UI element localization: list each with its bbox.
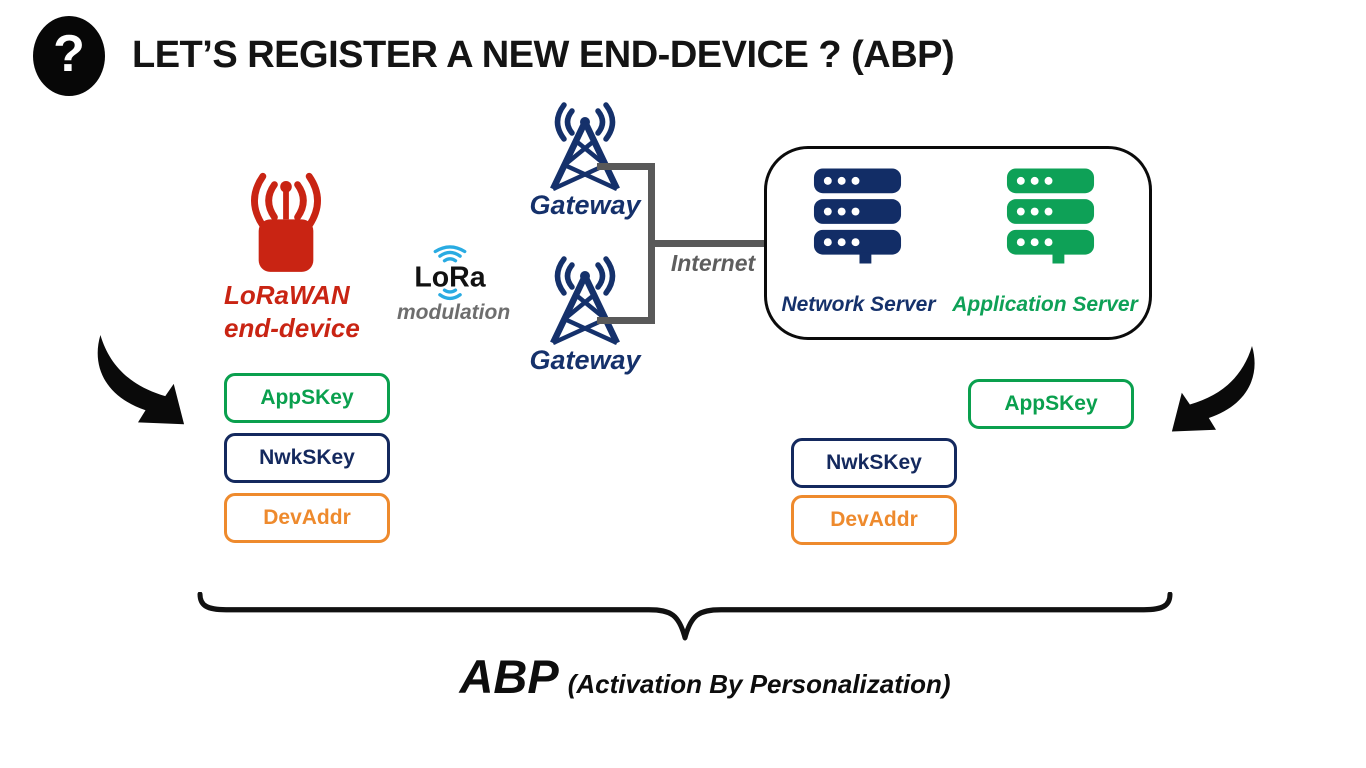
gateway-antenna-tower-icon (550, 102, 620, 192)
server-nwkskey-box: NwkSKey (791, 438, 957, 488)
end-device-label: LoRaWAN end-device (224, 279, 394, 345)
page-title: LET’S REGISTER A NEW END-DEVICE ? (ABP) (132, 34, 955, 76)
lora-logo-text: LoRa (414, 261, 486, 293)
gateway-top-label: Gateway (529, 190, 641, 220)
server-devaddr-box: DevAddr (791, 495, 957, 545)
gateway-antenna-tower-icon (550, 256, 620, 346)
device-nwkskey-box: NwkSKey (224, 433, 390, 483)
device-appskey-box: AppSKey (224, 373, 390, 423)
internet-label: Internet (670, 250, 756, 276)
lora-modulation-waves-icon: LoRa (414, 245, 487, 301)
network-server-icon (813, 168, 902, 264)
connector-line-vertical (648, 163, 655, 324)
curved-arrow-left-icon (97, 335, 185, 425)
end-device-label-line2: end-device (224, 312, 360, 343)
connector-line-gateway-bottom (597, 317, 655, 324)
question-mark-glyph: ? (53, 25, 85, 83)
device-devaddr-box: DevAddr (224, 493, 390, 543)
abp-expansion: (Activation By Personalization) (567, 669, 951, 699)
network-server-label: Network Server (781, 293, 936, 316)
connector-line-internet (655, 240, 766, 247)
question-mark-icon: ? (33, 16, 105, 96)
end-device-radio-icon (251, 172, 321, 272)
gateway-bottom-label: Gateway (529, 345, 641, 375)
application-server-label: Application Server (952, 293, 1138, 316)
lora-caption: modulation (397, 301, 511, 324)
curved-arrow-right-icon (1171, 346, 1255, 432)
end-device-label-line1: LoRaWAN (224, 280, 350, 310)
application-server-icon (1006, 168, 1095, 264)
lora-logo: LoRa modulation (397, 245, 511, 325)
abp-abbreviation: ABP (459, 650, 559, 703)
curly-brace (197, 592, 1173, 641)
connector-line-gateway-top (597, 163, 655, 170)
server-appskey-box: AppSKey (968, 379, 1134, 429)
footer-caption: ABP (Activation By Personalization) (22, 649, 1366, 704)
